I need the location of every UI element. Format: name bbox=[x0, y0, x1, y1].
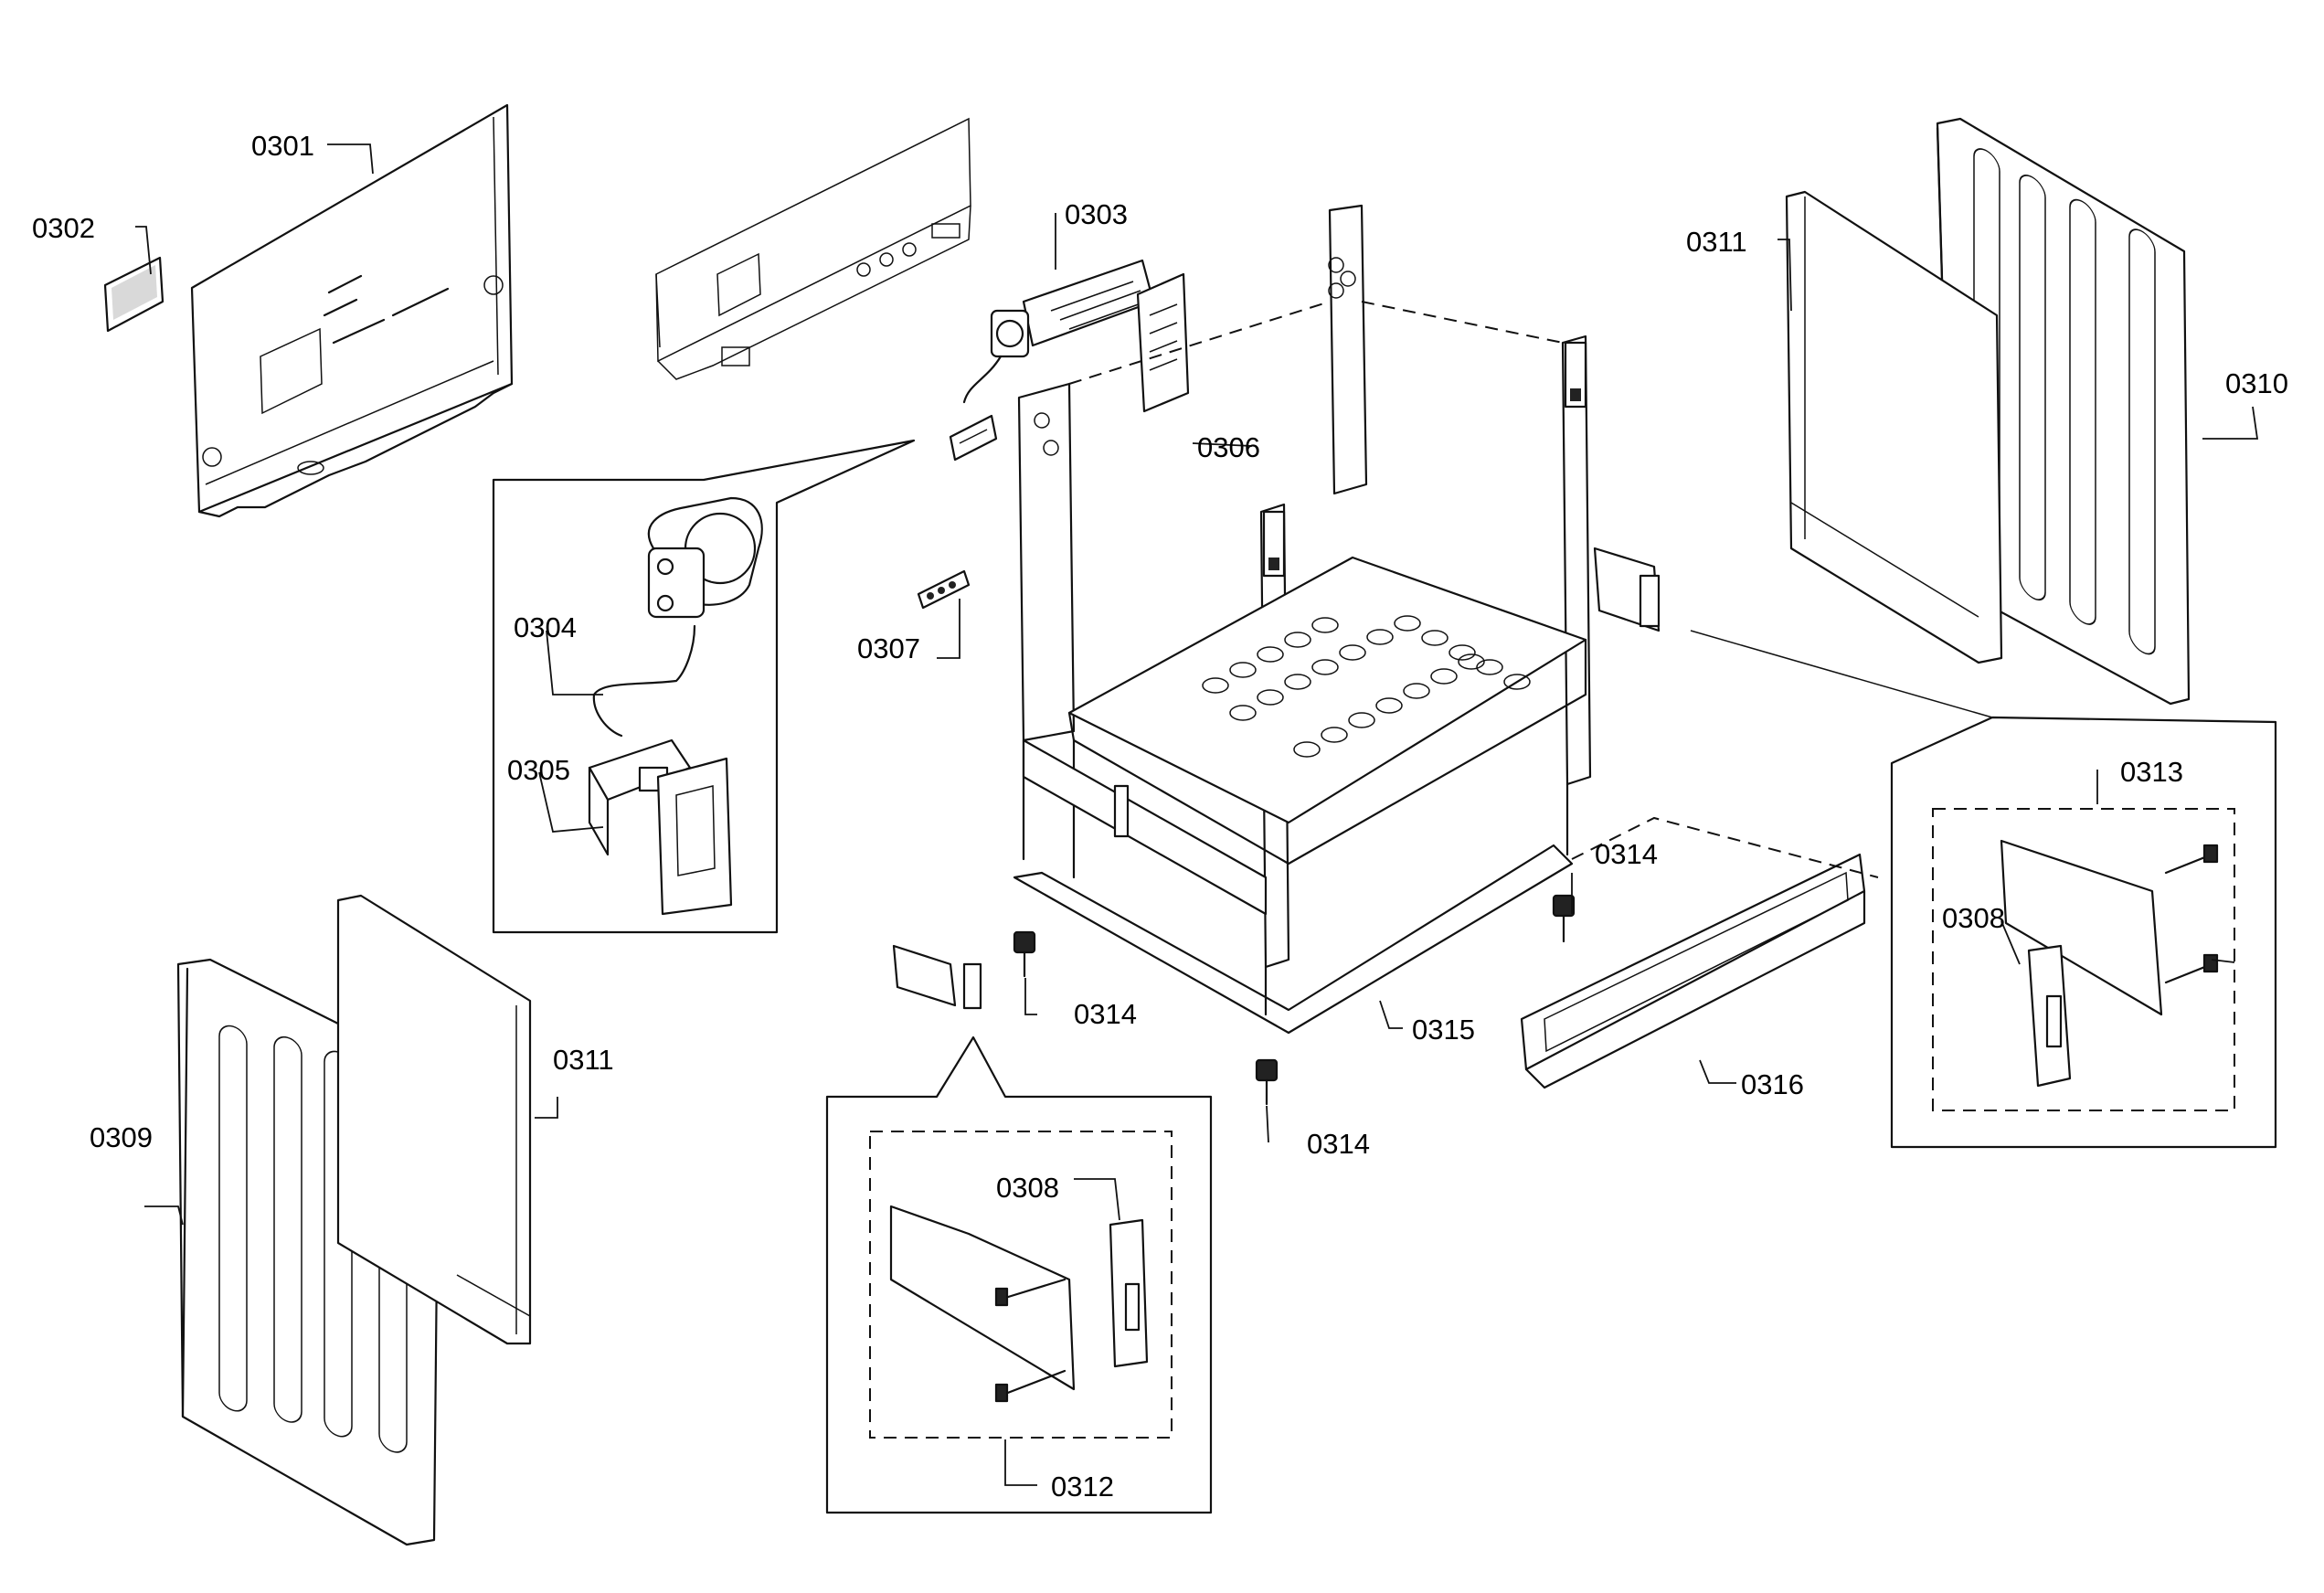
part-0311-right-inner-panel bbox=[1785, 190, 2003, 664]
part-0306-control-board bbox=[1136, 272, 1190, 413]
inset-0312-hinge-detail bbox=[825, 1035, 1213, 1514]
label-0316: 0316 bbox=[1741, 1068, 1804, 1100]
part-main-frame bbox=[1013, 204, 1592, 1035]
tray-holes bbox=[1202, 615, 1531, 758]
label-0315: 0315 bbox=[1412, 1014, 1475, 1046]
part-thermostat-small bbox=[949, 414, 998, 462]
kickplate-guide-line bbox=[1571, 816, 1879, 878]
label-0314-left: 0314 bbox=[1074, 998, 1137, 1030]
inset-0313-hinge-detail bbox=[1690, 630, 2277, 1149]
part-0314-screw-a bbox=[1013, 930, 1036, 978]
part-0307-terminal-block bbox=[917, 569, 971, 610]
label-0312: 0312 bbox=[1051, 1471, 1114, 1503]
inset-motor-detail bbox=[492, 439, 916, 934]
part-0303-fan-motor bbox=[962, 259, 1155, 404]
part-0302-cover-plate bbox=[103, 256, 164, 333]
part-labels: 0301 0302 0303 0304 0305 0306 0307 0308 … bbox=[32, 130, 2288, 1503]
label-0313: 0313 bbox=[2120, 756, 2183, 788]
part-right-hinge-small bbox=[1593, 547, 1661, 632]
label-0306: 0306 bbox=[1197, 431, 1260, 463]
leader-lines bbox=[135, 143, 2259, 1486]
part-0314-screw-b bbox=[1552, 894, 1576, 943]
label-0308-right: 0308 bbox=[1942, 902, 2005, 934]
label-0314-right: 0314 bbox=[1595, 838, 1658, 870]
label-0301: 0301 bbox=[251, 130, 314, 162]
part-inner-rear-panel bbox=[655, 117, 971, 380]
part-0311-left-inner-panel bbox=[336, 894, 532, 1345]
part-left-hinge-small bbox=[892, 944, 982, 1010]
part-0316-kickplate bbox=[1520, 853, 1866, 1089]
label-0305: 0305 bbox=[507, 754, 570, 786]
label-0304: 0304 bbox=[514, 611, 577, 643]
label-0308-bottom: 0308 bbox=[996, 1172, 1059, 1204]
part-0301-rear-panel bbox=[190, 103, 514, 518]
label-0302: 0302 bbox=[32, 212, 95, 244]
label-0303: 0303 bbox=[1065, 198, 1128, 230]
label-0311-right: 0311 bbox=[1686, 226, 1747, 258]
label-0309: 0309 bbox=[90, 1121, 153, 1153]
label-0311-left: 0311 bbox=[553, 1044, 614, 1076]
label-0314-bottom: 0314 bbox=[1307, 1128, 1370, 1160]
part-0314-screw-c bbox=[1255, 1058, 1279, 1106]
label-0307: 0307 bbox=[857, 632, 920, 664]
label-0310: 0310 bbox=[2225, 367, 2288, 399]
